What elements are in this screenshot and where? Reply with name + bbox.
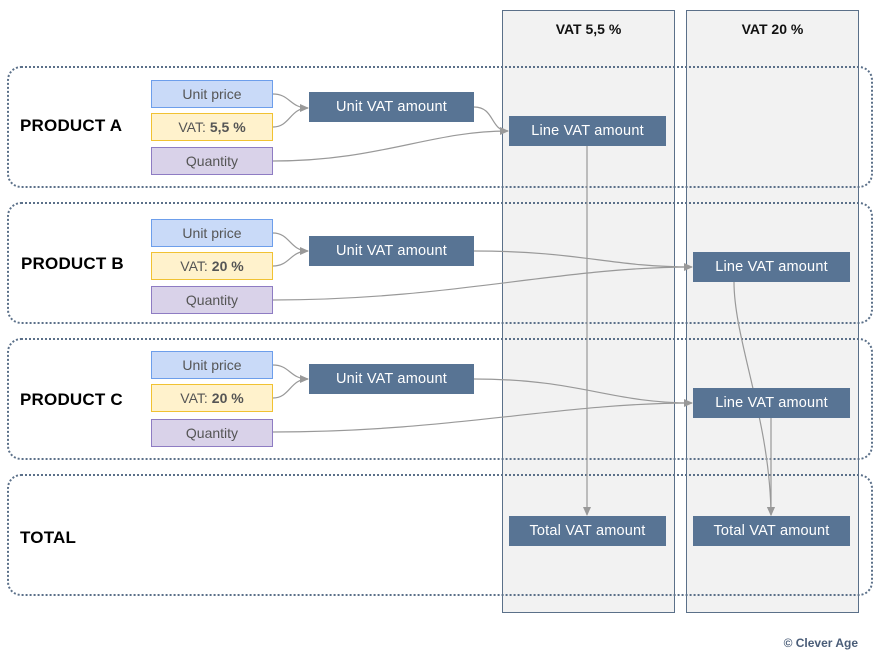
product-a-vat-rate: VAT: 5,5 % (151, 113, 273, 141)
product-b-vat-rate: VAT: 20 % (151, 252, 273, 280)
product-c-row (7, 338, 873, 460)
product-b-row (7, 202, 873, 324)
product-b-unit-price: Unit price (151, 219, 273, 247)
product-a-quantity-label: Quantity (185, 153, 239, 169)
product-a-label: PRODUCT A (20, 116, 123, 135)
product-a-row (7, 66, 873, 188)
product-c-unit-price: Unit price (151, 351, 273, 379)
product-c-line-vat-amount: Line VAT amount (693, 388, 850, 418)
product-a-line-vat-amount: Line VAT amount (509, 116, 666, 146)
product-b-line-vat-amount: Line VAT amount (693, 252, 850, 282)
vat-5-5-column-title: VAT 5,5 % (555, 21, 622, 37)
product-c-vat-value: 20 % (211, 390, 244, 406)
product-a-quantity: Quantity (151, 147, 273, 175)
product-a-vat-label: VAT: (178, 119, 206, 135)
product-b-quantity-label: Quantity (185, 292, 239, 308)
total-vat-20-amount: Total VAT amount (693, 516, 850, 546)
product-c-unit-price-label: Unit price (182, 357, 242, 373)
product-b-quantity: Quantity (151, 286, 273, 314)
product-b-vat-label: VAT: (180, 258, 208, 274)
product-a-unit-price-label: Unit price (182, 86, 242, 102)
total-vat-5-5-amount: Total VAT amount (509, 516, 666, 546)
product-c-vat-label: VAT: (180, 390, 208, 406)
product-a-unit-price: Unit price (151, 80, 273, 108)
product-b-vat-value: 20 % (211, 258, 244, 274)
product-b-label: PRODUCT B (21, 254, 124, 273)
product-c-quantity: Quantity (151, 419, 273, 447)
product-c-vat-rate: VAT: 20 % (151, 384, 273, 412)
vat-20-column-title: VAT 20 % (741, 21, 804, 37)
product-a-unit-vat-amount: Unit VAT amount (309, 92, 474, 122)
total-label: TOTAL (20, 528, 77, 547)
product-c-unit-vat-amount: Unit VAT amount (309, 364, 474, 394)
copyright-text: © Clever Age (783, 636, 858, 650)
product-c-quantity-label: Quantity (185, 425, 239, 441)
product-a-vat-value: 5,5 % (209, 119, 246, 135)
total-row (7, 474, 873, 596)
product-c-label: PRODUCT C (20, 390, 123, 409)
product-b-unit-vat-amount: Unit VAT amount (309, 236, 474, 266)
product-b-unit-price-label: Unit price (182, 225, 242, 241)
